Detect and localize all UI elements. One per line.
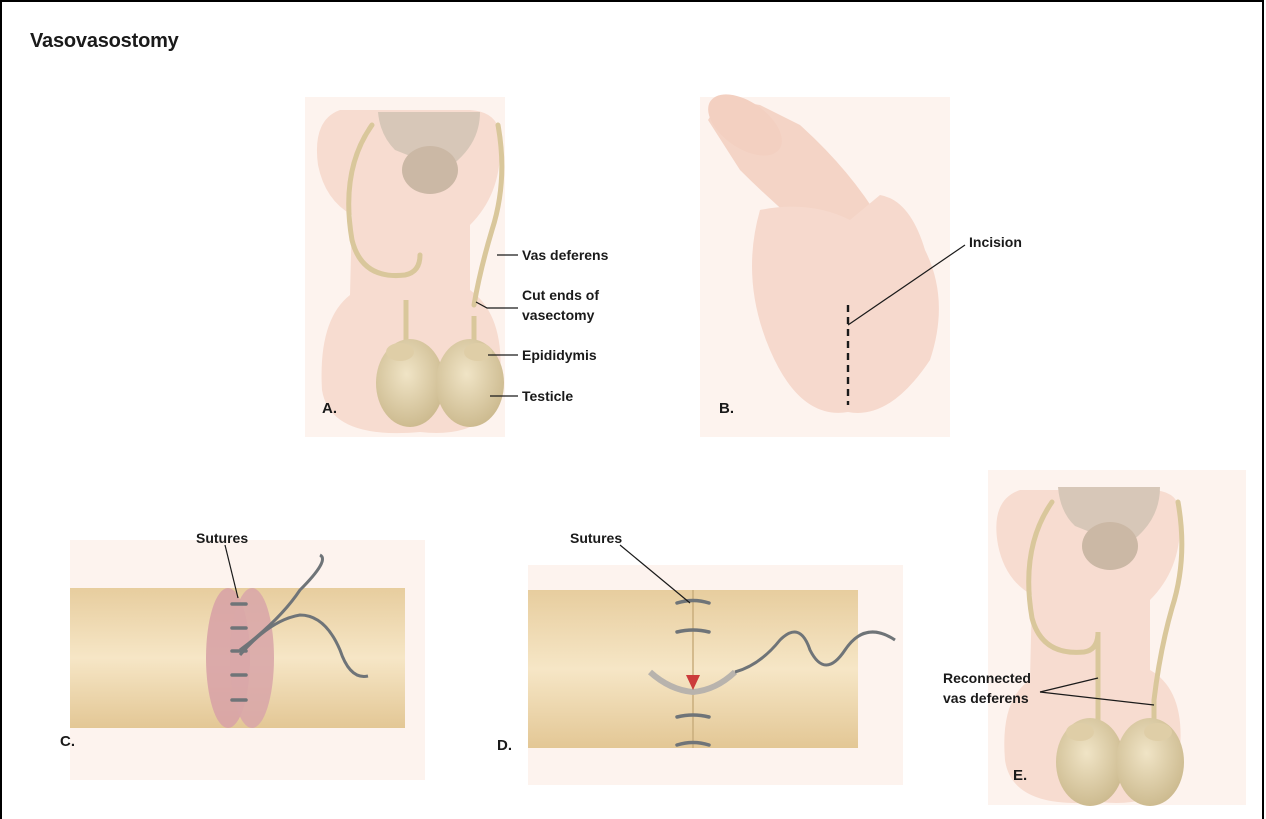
label-cut-ends-line2: vasectomy <box>522 305 594 325</box>
label-reconnected-line2: vas deferens <box>943 688 1029 708</box>
panel-e-illustration <box>988 470 1246 806</box>
panel-label-b: B. <box>719 400 734 417</box>
panel-label-a: A. <box>322 400 337 417</box>
panel-a-epididymis-left <box>386 343 414 361</box>
panel-a-epididymis-right <box>464 343 492 361</box>
label-cut-ends-line1: Cut ends of <box>522 285 599 305</box>
panel-e-prostate <box>1082 522 1138 570</box>
label-vas-deferens: Vas deferens <box>522 245 608 265</box>
label-reconnected-line1: Reconnected <box>943 668 1031 688</box>
panel-label-e: E. <box>1013 767 1027 784</box>
panel-c-cut-face-right <box>230 588 274 728</box>
panel-label-d: D. <box>497 737 512 754</box>
panel-label-c: C. <box>60 733 75 750</box>
panel-a-illustration <box>305 97 518 437</box>
panel-d-suture <box>677 715 709 717</box>
panel-d-suture <box>677 630 709 632</box>
label-epididymis: Epididymis <box>522 345 597 365</box>
label-incision: Incision <box>969 232 1022 252</box>
panel-b-illustration <box>697 82 965 437</box>
panel-e-epididymis-right <box>1144 723 1172 741</box>
panel-e-epididymis-left <box>1066 723 1094 741</box>
label-testicle: Testicle <box>522 386 573 406</box>
panel-a-prostate <box>402 146 458 194</box>
panel-c-illustration <box>70 540 425 780</box>
panel-d-illustration <box>528 545 903 785</box>
label-sutures-d: Sutures <box>570 528 622 548</box>
label-sutures-c: Sutures <box>196 528 248 548</box>
